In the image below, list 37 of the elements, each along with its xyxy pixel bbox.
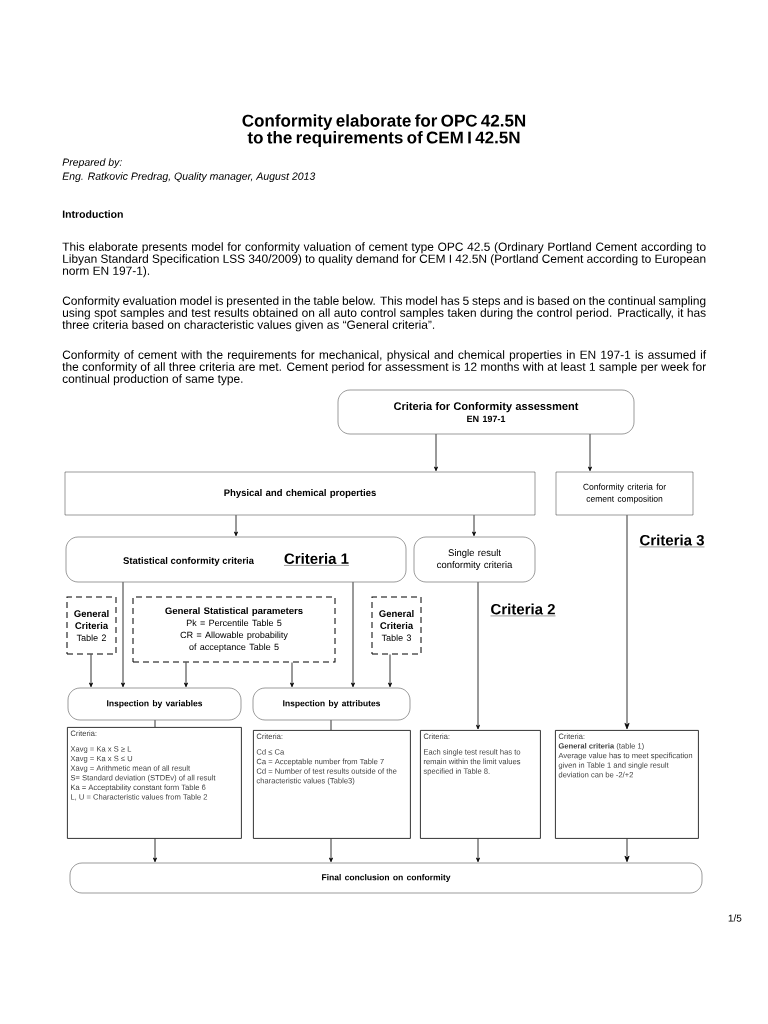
arrow — [472, 514, 476, 537]
author-line: Eng. Ratkovic Predrag, Quality manager, August 2013 — [62, 172, 316, 182]
dashed-box: General Statistical parameters Pk = Percentile Table 5 CR = Allowable probability of acceptance Table 5 — [132, 596, 336, 663]
author-line: Prepared by: — [62, 158, 122, 168]
section-heading: Introduction — [62, 210, 123, 218]
arrow — [351, 581, 355, 688]
dashed-box: General Criteria Table 3 — [371, 596, 422, 655]
arrow — [234, 514, 238, 537]
title: Conformity elaborate for OPC 42.5N to the requirements of CEM I 42.5N — [242, 114, 526, 147]
rounded-box: Inspection by variables — [67, 687, 242, 721]
rounded-box: Final conclusion on conformity — [69, 862, 703, 894]
process-box: Conformity criteria for cement composition — [555, 471, 694, 516]
arrow — [624, 514, 630, 730]
paragraph: This elaborate presents model for conformity valuation of cement type OPC 42.5 (Ordinary Portland Cement according to Libyan Standard Specification LSS 340/2009) to quality demand for CEM I 42.5N (Portland Cement according to European norm EN 197-1). — [62, 242, 706, 278]
criteria-label: Criteria 2 — [490, 603, 556, 617]
arrow — [121, 581, 125, 688]
arrow — [476, 581, 480, 730]
arrow — [153, 838, 157, 863]
rounded-box: Criteria for Conformity assessment EN 197-1 — [337, 389, 635, 435]
arrow — [290, 662, 294, 688]
arrow — [624, 838, 630, 863]
rounded-box: Statistical conformity criteria Criteria 1 — [65, 536, 407, 583]
rounded-box: Inspection by attributes — [252, 687, 411, 721]
arrow — [588, 433, 592, 472]
arrow — [184, 662, 188, 688]
process-box: Physical and chemical properties — [64, 471, 536, 516]
rounded-box: Single result conformity criteria — [413, 536, 536, 583]
arrow — [476, 838, 480, 863]
arrow — [89, 654, 93, 688]
paragraph: Conformity of cement with the requirements for mechanical, physical and chemical properties in EN 197-1 is assumed if the conformity of all three criteria are met. Cement period for assessment is 12 months with at least 1 sample per week for continual production of same type. — [62, 350, 707, 386]
arrow — [434, 433, 438, 472]
page-number: 1/5 — [728, 914, 742, 922]
arrow — [329, 838, 333, 863]
paragraph: Conformity evaluation model is presented in the table below. This model has 5 steps and is based on the continual sampling using spot samples and test results obtained on all auto control samples taken during the control period. Practically, it has three criteria based on characteristic values given as “General criteria”. — [62, 296, 706, 332]
arrow — [388, 654, 392, 688]
criteria-label: Criteria 3 — [639, 534, 705, 548]
dashed-box: General Criteria Table 2 — [66, 596, 117, 655]
